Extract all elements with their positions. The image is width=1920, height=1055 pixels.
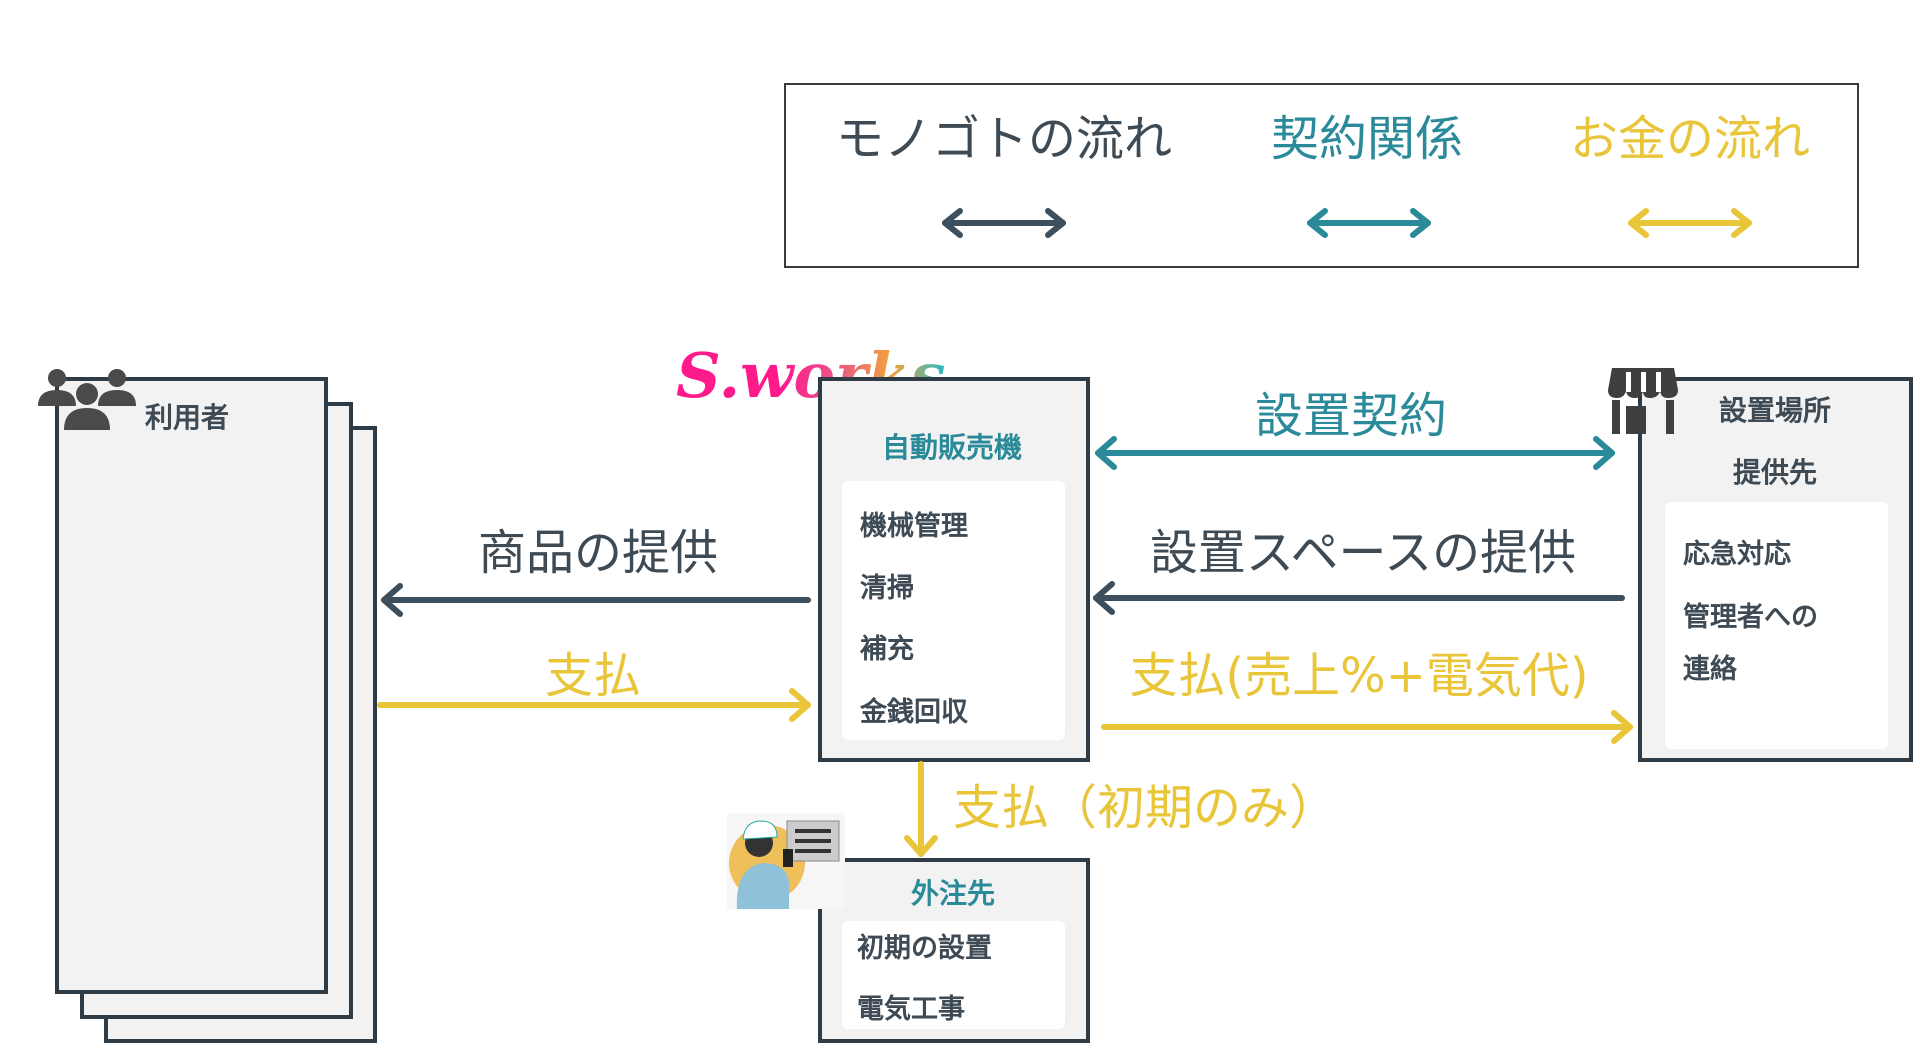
site-item: 連絡 <box>1683 654 1737 685</box>
outsource-item: 電気工事 <box>857 994 965 1025</box>
user-payment-label: 支払 <box>544 648 642 704</box>
store-icon <box>1608 368 1678 434</box>
legend-thing-flow: モノゴトの流れ <box>835 111 1173 167</box>
vending-item: 清掃 <box>860 573 914 604</box>
vending-title: 自動販売機 <box>881 431 1023 464</box>
legend-box <box>784 83 1859 268</box>
site-task-list <box>1665 502 1888 749</box>
outsource-item: 初期の設置 <box>857 933 992 964</box>
vending-item: 金銭回収 <box>860 697 968 728</box>
site-item: 応急対応 <box>1683 539 1791 570</box>
legend-money-arrow <box>1628 208 1752 238</box>
site-title-line2: 提供先 <box>1732 456 1818 489</box>
vending-task-list <box>842 481 1065 740</box>
vending-item: 補充 <box>860 634 914 665</box>
space-provision-label: 設置スペースの提供 <box>1149 525 1577 581</box>
initial-payment-label: 支払（初期のみ） <box>953 780 1338 836</box>
user-payment-arrow <box>377 688 811 722</box>
site-payment-arrow <box>1101 710 1633 744</box>
product-provision-label: 商品の提供 <box>477 525 719 581</box>
legend-contract-arrow <box>1307 208 1431 238</box>
install-contract-label: 設置契約 <box>1254 388 1448 444</box>
users-card <box>55 377 328 994</box>
outsource-task-list <box>842 921 1065 1029</box>
site-title-line1: 設置場所 <box>1718 394 1832 427</box>
product-provision-arrow <box>381 583 811 617</box>
users-label: 利用者 <box>145 401 230 434</box>
users-icon <box>38 369 136 430</box>
worker-illustration <box>727 813 845 909</box>
site-item: 管理者への <box>1683 602 1818 633</box>
initial-payment-arrow <box>904 761 938 857</box>
site-payment-label: 支払(売上%+電気代) <box>1129 648 1589 704</box>
vending-item: 機械管理 <box>860 511 968 542</box>
legend-thing-arrow <box>942 208 1066 238</box>
legend-contract: 契約関係 <box>1270 111 1464 167</box>
legend-money-flow: お金の流れ <box>1569 111 1811 167</box>
outsource-title: 外注先 <box>910 877 996 910</box>
space-provision-arrow <box>1093 581 1625 615</box>
install-contract-arrow <box>1095 436 1615 470</box>
